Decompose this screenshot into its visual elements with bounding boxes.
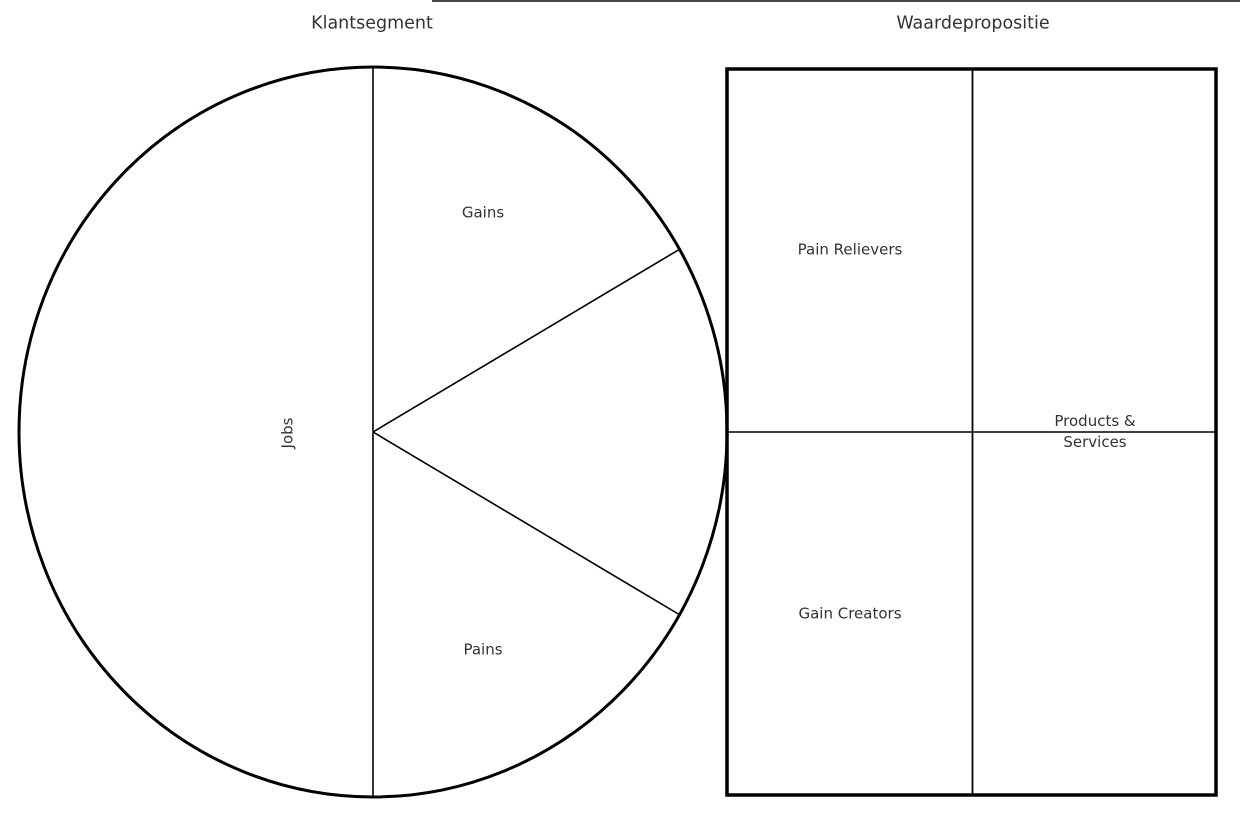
- gain-creators-label: Gain Creators: [798, 604, 902, 623]
- jobs-label: Jobs: [278, 417, 297, 449]
- pain-relievers-label: Pain Relievers: [797, 240, 903, 259]
- top-edge-line: [432, 0, 1240, 2]
- circle-upper-radial-divider: [372, 248, 681, 433]
- gains-label: Gains: [461, 203, 505, 222]
- circle-lower-radial-divider: [372, 431, 681, 616]
- products-services-line1: Products &: [1054, 412, 1136, 430]
- customer-segment-title: Klantsegment: [311, 13, 433, 34]
- pains-label: Pains: [463, 640, 503, 659]
- products-services-line2: Services: [1063, 433, 1127, 451]
- value-proposition-title: Waardepropositie: [896, 13, 1050, 34]
- products-services-label: Products & Services: [1054, 411, 1135, 453]
